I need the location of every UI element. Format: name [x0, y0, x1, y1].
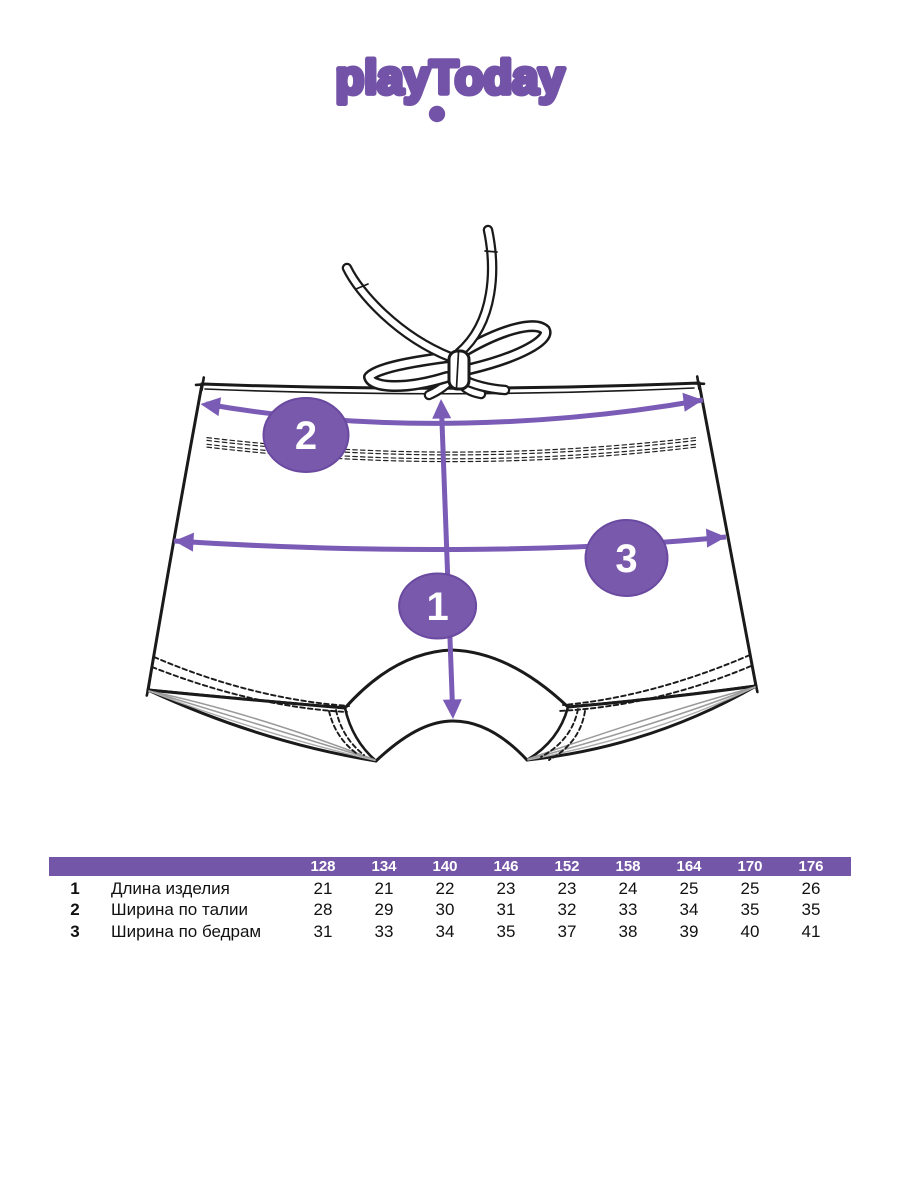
svg-text:1: 1 — [426, 585, 448, 629]
svg-text:2: 2 — [295, 414, 317, 458]
svg-text:3: 3 — [615, 537, 637, 581]
svg-text:playToday: playToday — [336, 51, 565, 104]
